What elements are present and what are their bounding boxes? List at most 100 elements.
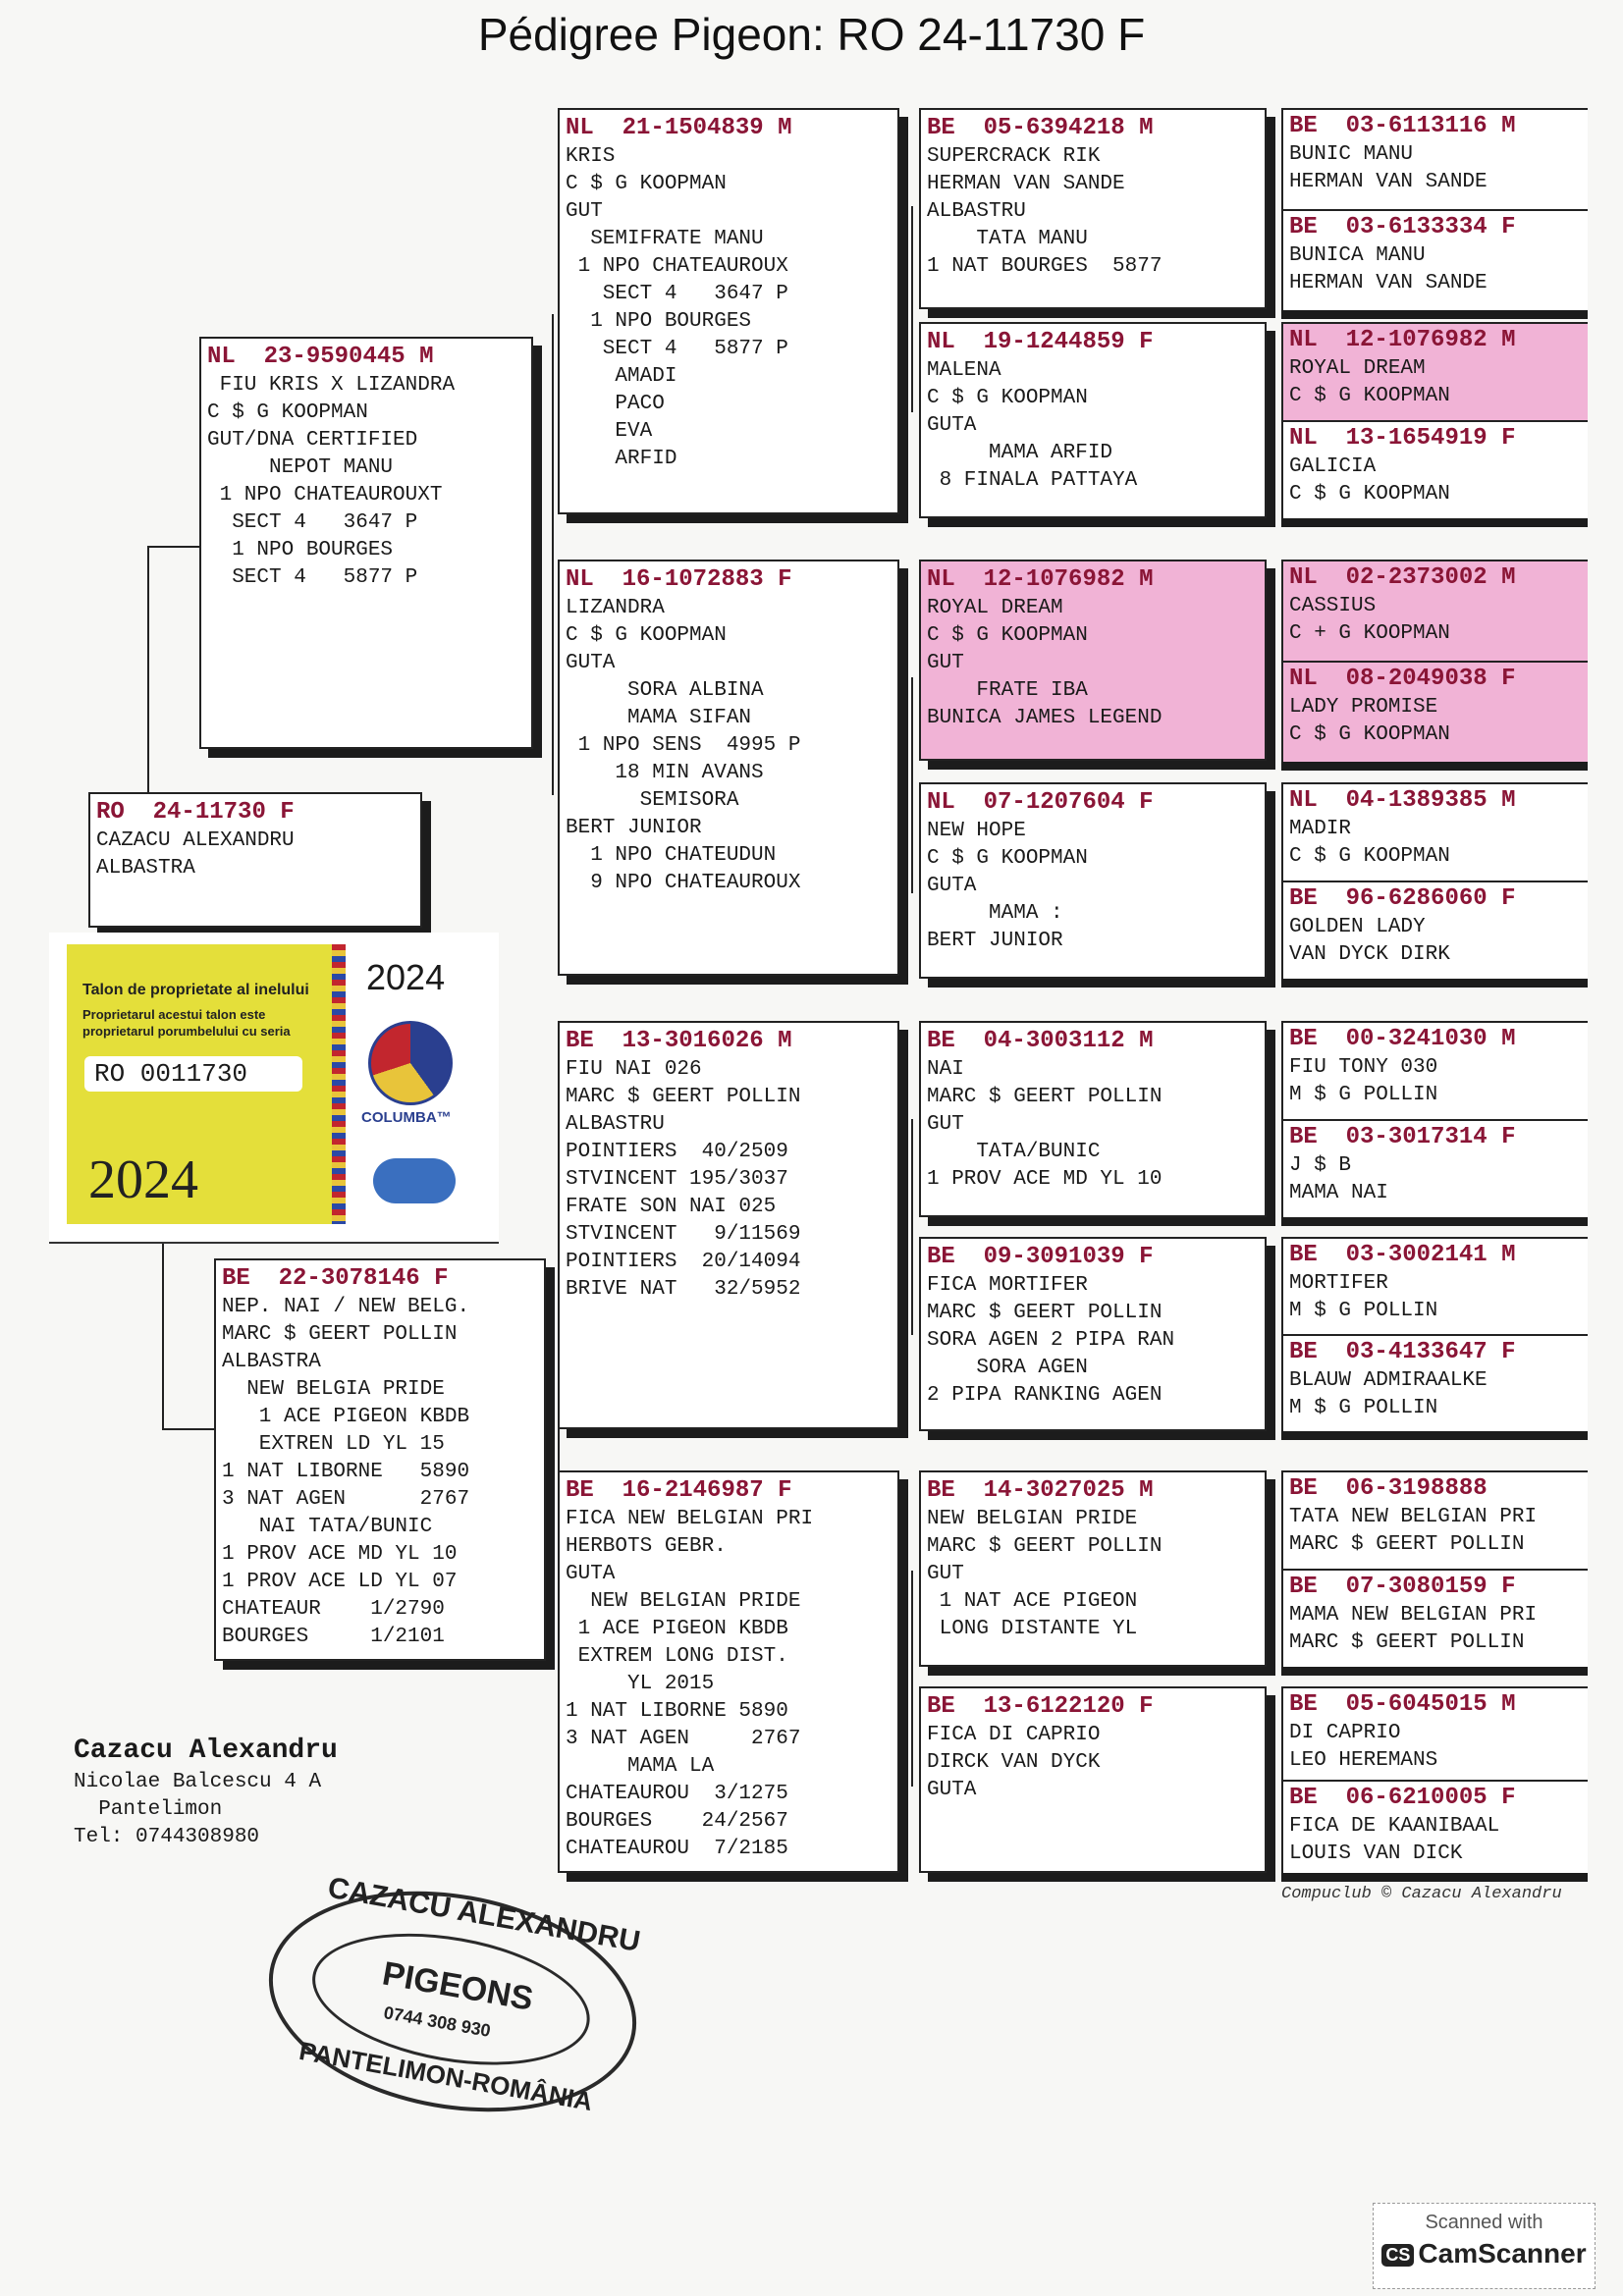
pedigree-line: 1 PROV ACE LD YL 07 — [222, 1571, 458, 1593]
tricolor-stripe — [332, 944, 346, 1224]
pedigree-line: SECT 4 5877 P — [207, 566, 418, 589]
ring-ring: 03-6133334 — [1345, 214, 1488, 240]
pedigree-line: FIU KRIS X LIZANDRA — [207, 374, 456, 397]
owner-city: Pantelimon — [74, 1798, 223, 1821]
ring-sex: M — [778, 115, 792, 141]
pedigree-line: MAMA ARFID — [927, 442, 1113, 464]
pedigree-line: 1 NPO CHATEAUROUX — [566, 255, 788, 278]
pedigree-line: FIU TONY 030 — [1289, 1056, 1438, 1079]
pedigree-line: 3 NAT AGEN 2767 — [222, 1488, 470, 1511]
ring-sex: F — [1501, 1124, 1516, 1150]
ring-ring: 13-6122120 — [983, 1693, 1125, 1720]
pedigree-line: MARC $ GEERT POLLIN — [566, 1086, 801, 1108]
pedigree-line: MARC $ GEERT POLLIN — [1289, 1631, 1525, 1654]
pedigree-line: NEW BELGIAN PRIDE — [566, 1590, 801, 1613]
pedigree-line: GUT — [927, 652, 964, 674]
pedigree-line: MAMA LA — [566, 1755, 715, 1778]
pedigree-line: 1 NAT LIBORNE 5890 — [566, 1700, 788, 1723]
ring-ring: 21-1504839 — [622, 115, 764, 141]
pedigree-line: 1 NPO SENS 4995 P — [566, 734, 801, 757]
ring-sex: M — [1501, 1242, 1516, 1268]
pedigree-line: STVINCENT 9/11569 — [566, 1223, 801, 1246]
owner-info: Cazacu Alexandru Nicolae Balcescu 4 A Pa… — [74, 1734, 338, 1851]
pedigree-line: NEP. NAI / NEW BELG. — [222, 1296, 470, 1318]
pedigree-line: VAN DYCK DIRK — [1289, 943, 1450, 966]
ring-ring: 07-3080159 — [1345, 1574, 1488, 1600]
owner-address: Nicolae Balcescu 4 A — [74, 1771, 322, 1793]
pedigree-line: AMADI — [566, 365, 677, 388]
pedigree-line: ROYAL DREAM — [927, 597, 1063, 619]
ring-country: NL — [566, 566, 594, 593]
ring-sex: M — [1501, 113, 1516, 139]
pedigree-line: BUNICA JAMES LEGEND — [927, 707, 1163, 729]
pedigree-line: FICA DI CAPRIO — [927, 1724, 1101, 1746]
ring-sex: F — [1501, 1785, 1516, 1811]
ring-number: BE 22-3078146 F — [222, 1264, 538, 1294]
pedigree-line: 1 NPO CHATEAUROUXT — [207, 484, 443, 507]
pedigree-line: CHATEAUROU 7/2185 — [566, 1838, 788, 1860]
connector-line — [162, 1428, 215, 1430]
pedigree-line: SUPERCRACK RIK — [927, 145, 1101, 168]
pedigree-line: 1 NAT LIBORNE 5890 — [222, 1461, 470, 1483]
ring-number: NL 21-1504839 M — [566, 114, 892, 143]
ring-sex: M — [1501, 1691, 1516, 1718]
pedigree-line: CAZACU ALEXANDRU — [96, 829, 295, 852]
ring-country: BE — [566, 1477, 594, 1504]
ring-ring: 13-3016026 — [622, 1028, 764, 1054]
ring-number: NL 23-9590445 M — [207, 343, 525, 372]
ring-ring: 06-3198888 — [1345, 1475, 1488, 1502]
pedigree-line: C + G KOOPMAN — [1289, 622, 1450, 645]
ring-number: BE 04-3003112 M — [927, 1027, 1259, 1056]
ring-sex: M — [1139, 1477, 1154, 1504]
pedigree-line: MARC $ GEERT POLLIN — [927, 1086, 1163, 1108]
pedigree-line: ALBASTRU — [927, 200, 1026, 223]
pedigree-line: ALBASTRA — [222, 1351, 321, 1373]
pedigree-line: BOURGES 24/2567 — [566, 1810, 788, 1833]
connector-line — [911, 677, 913, 893]
ring-country: BE — [927, 115, 955, 141]
ring-country: NL — [1289, 787, 1318, 814]
ring-number: BE 00-3241030 M — [1289, 1025, 1582, 1054]
pedigree-line: HERMAN VAN SANDE — [1289, 272, 1488, 294]
pedigree-line: SORA AGEN — [927, 1357, 1088, 1379]
pedigree-line: GUTA — [927, 875, 977, 897]
card-year: 2024 — [366, 957, 446, 997]
pedigree-line: SECT 4 3647 P — [566, 283, 788, 305]
owner-phone: Tel: 0744308980 — [74, 1826, 260, 1848]
connector-line — [911, 206, 913, 412]
pedigree-line: LIZANDRA — [566, 597, 665, 619]
pedigree-line: 2 PIPA RANKING AGEN — [927, 1384, 1163, 1407]
pedigree-line: C $ G KOOPMAN — [1289, 385, 1450, 407]
ring-ring: 04-3003112 — [983, 1028, 1125, 1054]
ring-sex: M — [1501, 1026, 1516, 1052]
pedigree-line: BUNICA MANU — [1289, 244, 1426, 267]
pedigree-line: ALBASTRU — [566, 1113, 665, 1136]
pedigree-line: J $ B — [1289, 1154, 1352, 1177]
pedigree-line: EVA — [566, 420, 653, 443]
ring-number: BE 13-6122120 F — [927, 1692, 1259, 1722]
card-heading: Talon de proprietate al inelului — [82, 982, 309, 998]
ring-country: NL — [207, 344, 236, 370]
pedigree-line: C $ G KOOPMAN — [207, 401, 368, 424]
pedigree-line: DI CAPRIO — [1289, 1722, 1401, 1744]
ring-ring: 03-6113116 — [1345, 113, 1488, 139]
pedigree-line: MARC $ GEERT POLLIN — [1289, 1533, 1525, 1556]
ring-sex: F — [1501, 1339, 1516, 1365]
pedigree-line: GUTA — [566, 652, 616, 674]
pedigree-line: HERMAN VAN SANDE — [927, 173, 1125, 195]
pedigree-line: STVINCENT 195/3037 — [566, 1168, 788, 1191]
page-title: Pédigree Pigeon: RO 24-11730 F — [477, 9, 1146, 60]
ring-number: NL 12-1076982 M — [1289, 326, 1582, 355]
connector-line — [911, 1571, 913, 1787]
